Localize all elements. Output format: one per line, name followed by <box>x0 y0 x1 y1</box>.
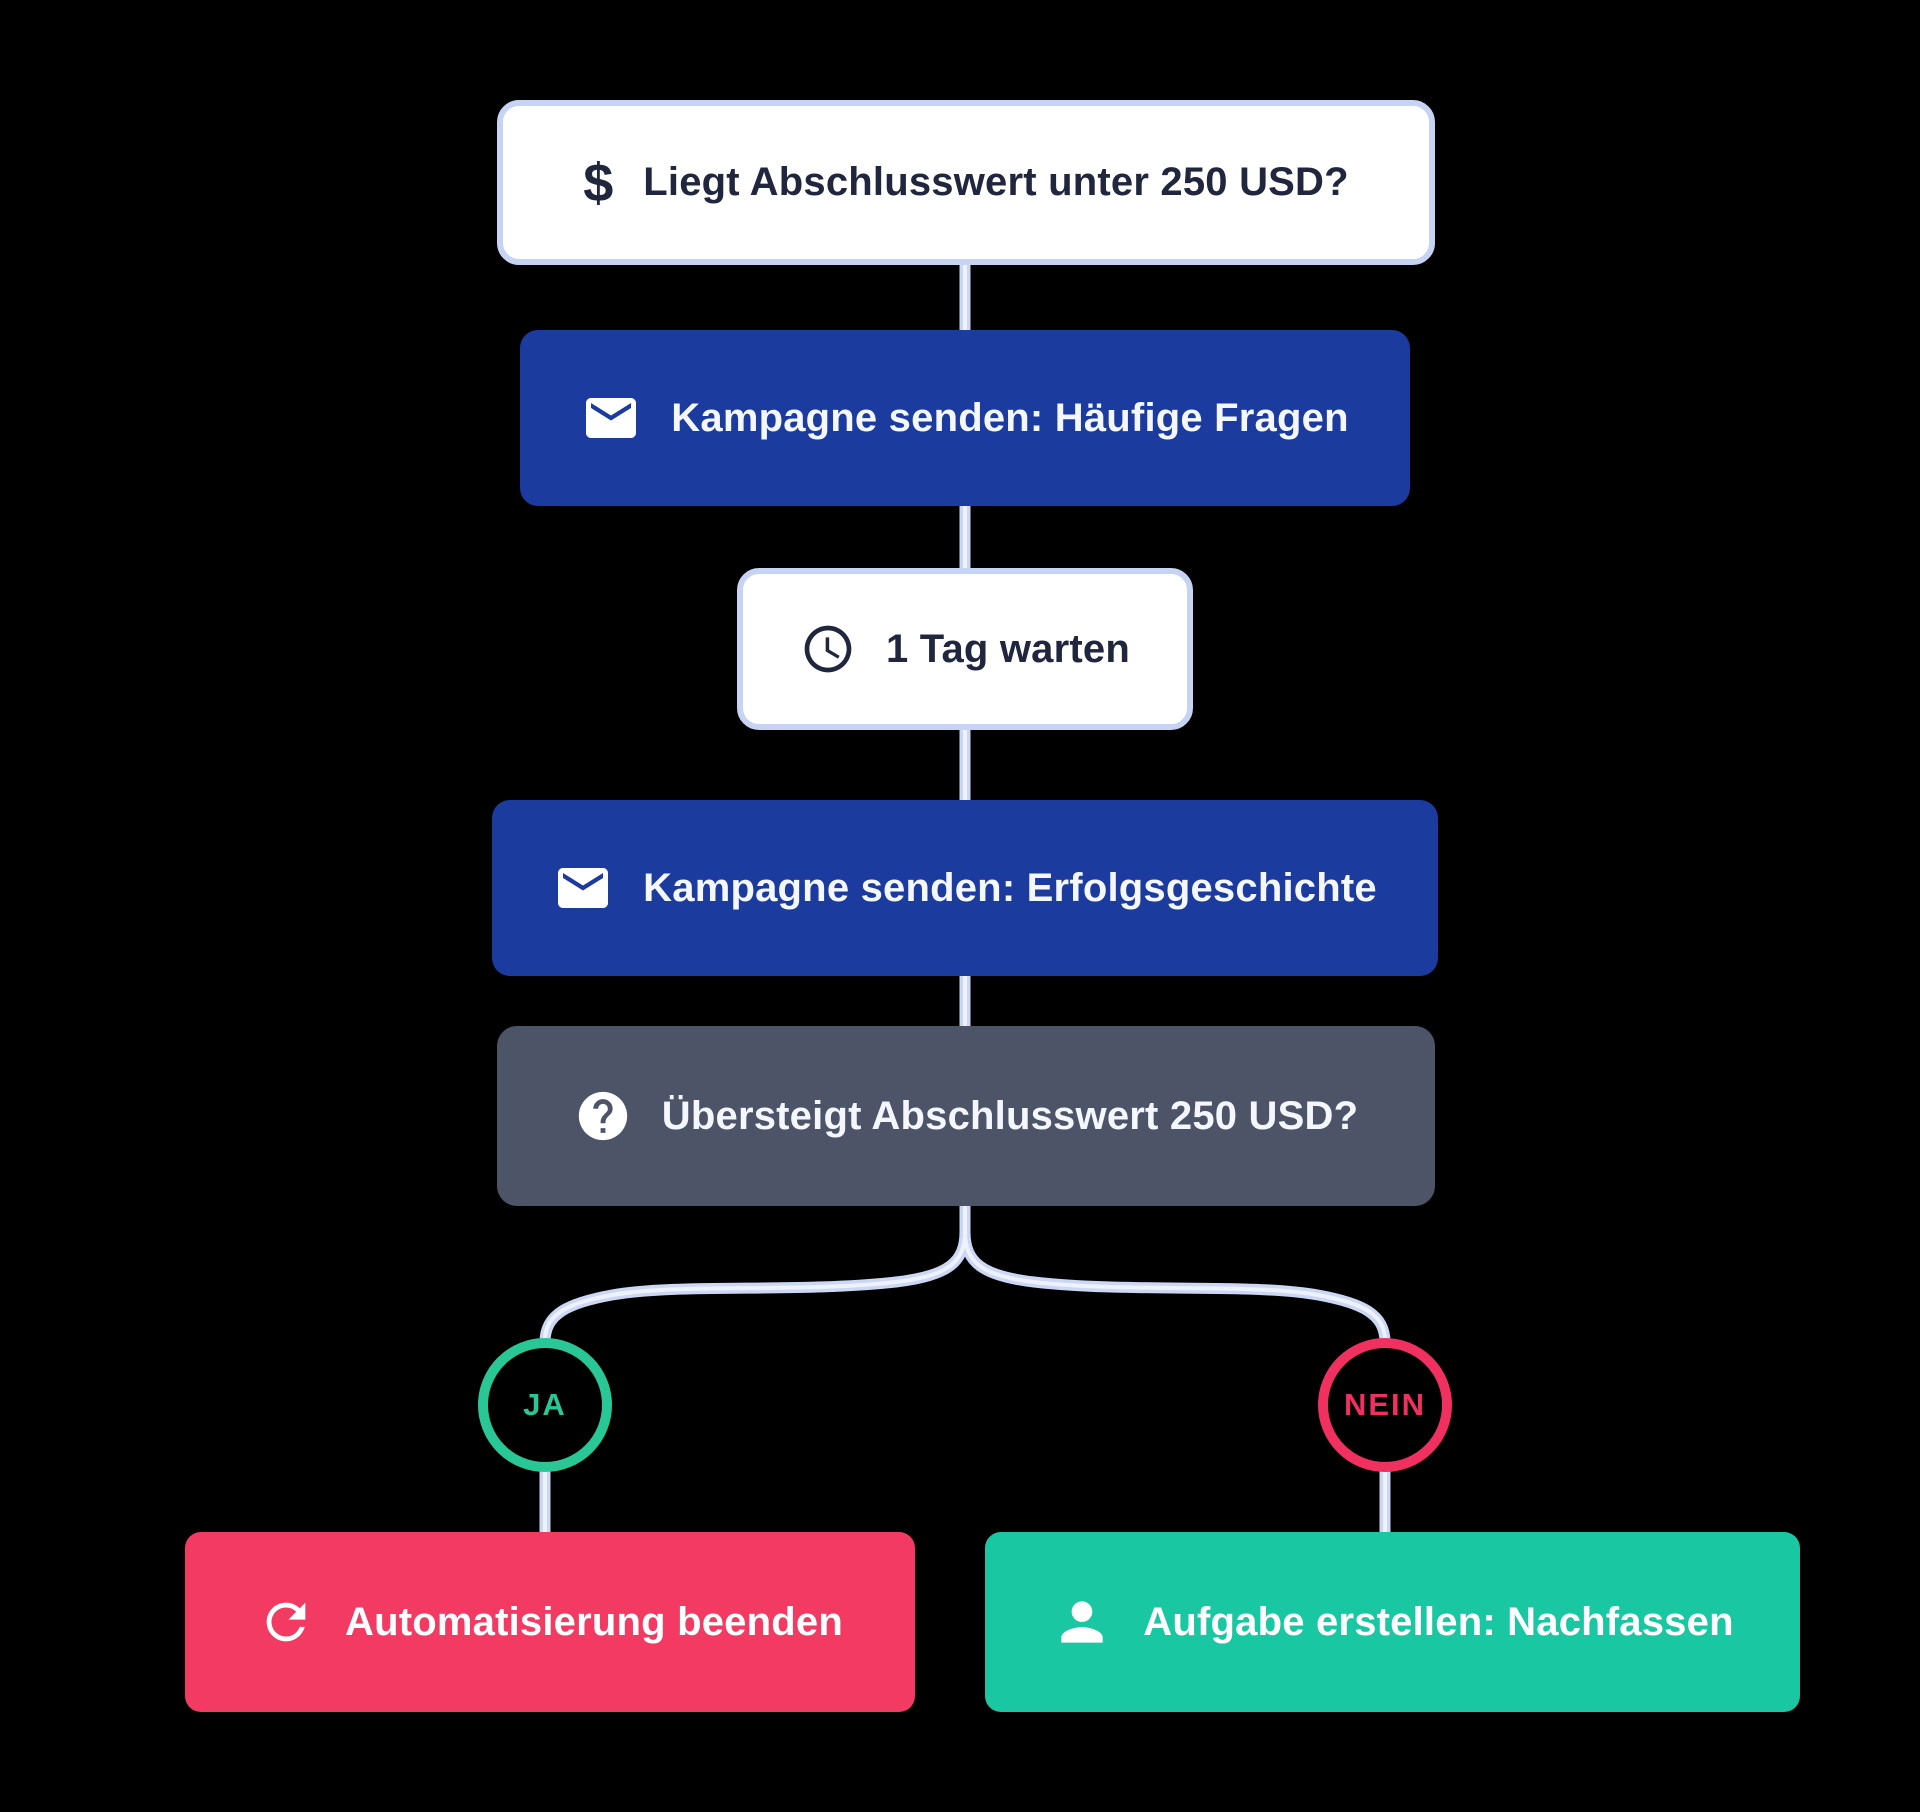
clock-icon <box>800 621 856 677</box>
connector-fork-no-core <box>963 1202 1387 1342</box>
connector-fork-yes-core <box>543 1202 967 1342</box>
mail-icon <box>581 388 641 448</box>
mail-icon <box>553 858 613 918</box>
refresh-icon <box>257 1593 315 1651</box>
branch-yes-badge: JA <box>478 1338 612 1472</box>
node-label: Liegt Abschlusswert unter 250 USD? <box>643 160 1349 204</box>
connector-fork-no <box>959 1196 1391 1348</box>
node-send-campaign-faq[interactable]: Kampagne senden: Häufige Fragen <box>520 330 1410 506</box>
node-label: Kampagne senden: Erfolgsgeschichte <box>643 865 1377 910</box>
node-label: Kampagne senden: Häufige Fragen <box>671 395 1349 440</box>
branch-no-label: NEIN <box>1343 1387 1427 1422</box>
branch-yes-label: JA <box>523 1387 567 1422</box>
node-deal-under-250[interactable]: $ Liegt Abschlusswert unter 250 USD? <box>497 100 1435 265</box>
person-icon <box>1051 1591 1113 1653</box>
question-icon <box>574 1087 632 1145</box>
node-send-campaign-success-story[interactable]: Kampagne senden: Erfolgsgeschichte <box>492 800 1438 976</box>
dollar-icon: $ <box>583 152 614 213</box>
node-label: 1 Tag warten <box>886 626 1130 671</box>
node-label: Aufgabe erstellen: Nachfassen <box>1143 1599 1734 1644</box>
branch-no-badge: NEIN <box>1318 1338 1452 1472</box>
node-end-automation[interactable]: Automatisierung beenden <box>185 1532 915 1712</box>
node-label: Übersteigt Abschlusswert 250 USD? <box>661 1093 1359 1138</box>
node-exceeds-250[interactable]: Übersteigt Abschlusswert 250 USD? <box>497 1026 1435 1206</box>
node-label: Automatisierung beenden <box>345 1599 843 1644</box>
connector-fork-yes <box>539 1196 971 1348</box>
node-wait-1-day[interactable]: 1 Tag warten <box>737 568 1193 730</box>
node-create-task-follow-up[interactable]: Aufgabe erstellen: Nachfassen <box>985 1532 1800 1712</box>
